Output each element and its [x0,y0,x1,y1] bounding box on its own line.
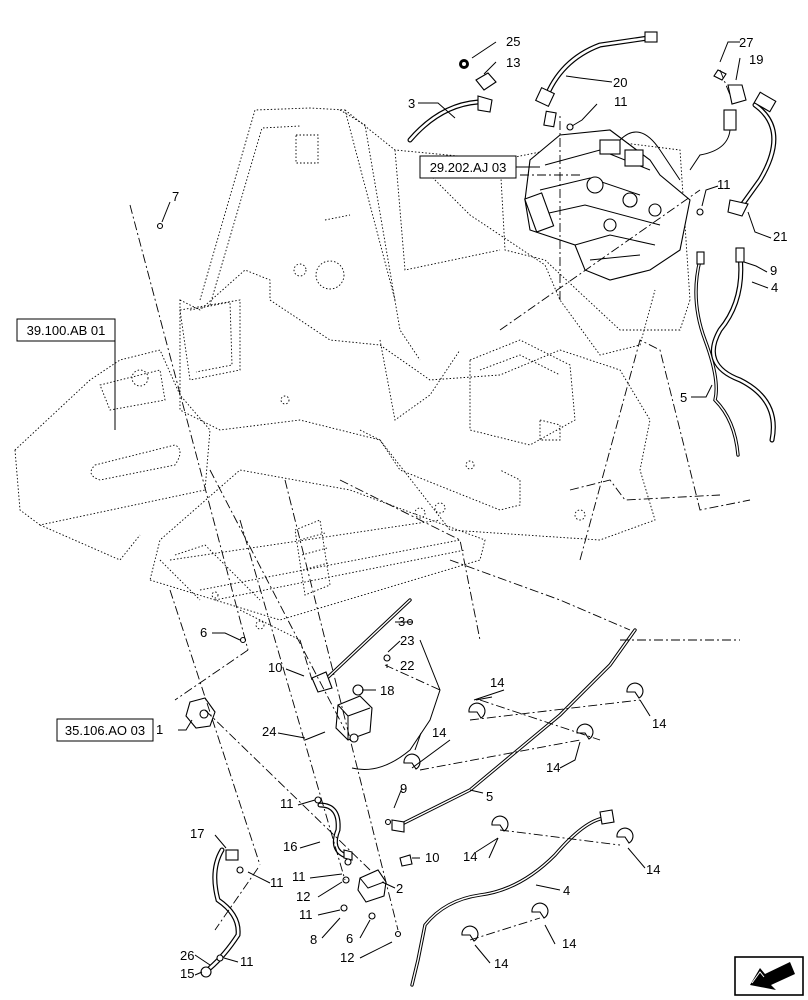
control-valve-assembly [524,129,691,281]
callout-24: 24 [262,724,276,739]
callout-11: 11 [270,875,284,890]
callout-12: 12 [340,950,354,965]
leader-lines [114,41,772,976]
callout-23: 23 [400,633,414,648]
reference-frame-box[interactable]: 39.100.AB 01 [16,318,116,342]
callout-4: 4 [771,280,778,295]
machine-frame [14,107,691,641]
callout-14: 14 [546,760,560,775]
callout-8: 8 [310,932,317,947]
callout-3: 3 [398,614,405,629]
callout-11: 11 [717,177,731,192]
reference-valve-label: 29.202.AJ 03 [430,160,507,175]
reference-coupler-box[interactable]: 35.106.AO 03 [56,718,154,742]
callout-17: 17 [190,826,204,841]
callout-6: 6 [200,625,207,640]
callout-14: 14 [432,725,446,740]
callout-11: 11 [280,796,294,811]
callout-4: 4 [563,883,570,898]
hoses-and-tubes [200,31,777,987]
callout-16: 16 [283,839,297,854]
hose-clamp [403,682,644,942]
callout-14: 14 [494,956,508,971]
callout-25: 25 [506,34,520,49]
callout-7: 7 [172,189,179,204]
callout-22: 22 [400,658,414,673]
fittings-and-clamps [156,123,704,962]
callout-14: 14 [562,936,576,951]
callout-26: 26 [180,948,194,963]
callout-5: 5 [486,789,493,804]
callout-10: 10 [425,850,439,865]
connection-lines [129,69,751,941]
callout-14: 14 [652,716,666,731]
callout-10: 10 [268,660,282,675]
callout-19: 19 [749,52,763,67]
callout-20: 20 [613,75,627,90]
callout-9: 9 [400,781,407,796]
callout-11: 11 [614,94,628,109]
callout-9: 9 [770,263,777,278]
reference-coupler-label: 35.106.AO 03 [65,723,145,738]
callout-5: 5 [680,390,687,405]
callout-11: 11 [240,954,254,969]
reference-frame-label: 39.100.AB 01 [27,323,106,338]
callout-27: 27 [739,35,753,50]
callout-13: 13 [506,55,520,70]
reference-valve-box[interactable]: 29.202.AJ 03 [419,155,517,179]
callout-11: 11 [292,869,306,884]
callout-21: 21 [773,229,787,244]
callout-1: 1 [156,722,163,737]
callout-6: 6 [346,931,353,946]
callout-18: 18 [380,683,394,698]
callout-12: 12 [296,889,310,904]
callout-15: 15 [180,966,194,981]
callout-numbers: 1 2 3 3 4 4 5 5 6 6 7 8 9 9 10 10 11 11 … [156,34,787,981]
next-page-arrow-icon[interactable] [734,956,804,996]
callout-11: 11 [299,907,313,922]
callout-3: 3 [408,96,415,111]
callout-14: 14 [646,862,660,877]
callout-14: 14 [463,849,477,864]
callout-14: 14 [490,675,504,690]
callout-2: 2 [396,881,403,896]
